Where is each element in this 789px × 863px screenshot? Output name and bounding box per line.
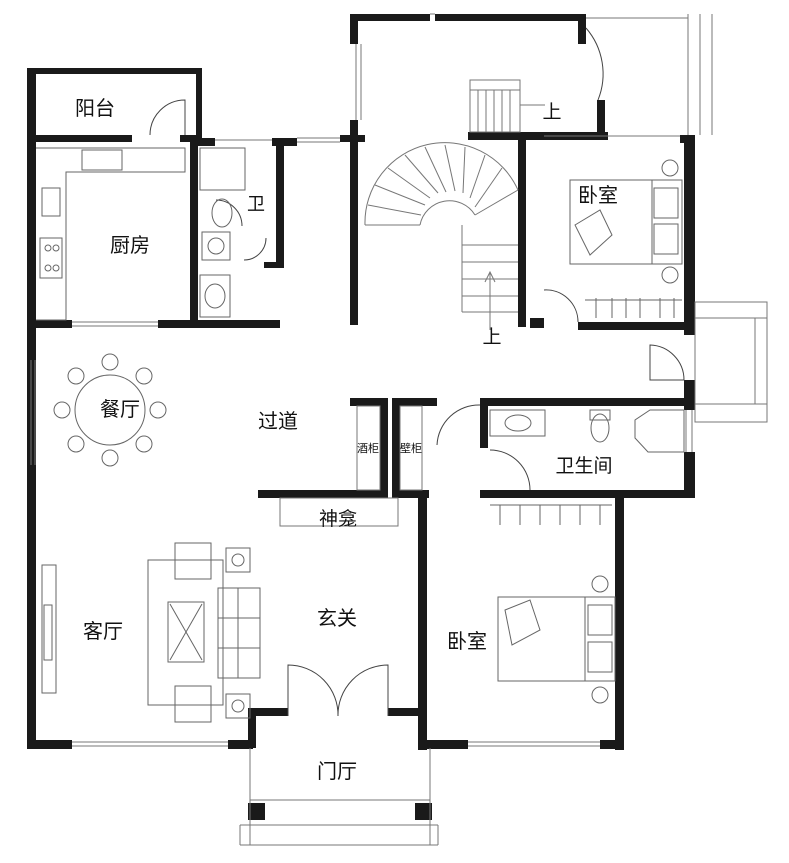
toilet-top-wall <box>190 138 215 146</box>
label-dining: 餐厅 <box>100 397 140 421</box>
foyer-east-wall <box>418 490 427 750</box>
toilet-east-wall <box>276 138 284 268</box>
south-bedroom-left-wall <box>418 740 468 749</box>
foyer-door-left-post <box>248 708 288 716</box>
stairs <box>364 79 545 330</box>
label-shrine: 神龛 <box>319 508 357 530</box>
bedroom-ne-top-left-wall <box>526 132 544 140</box>
label-corridor: 过道 <box>258 409 298 433</box>
entrance-column-left <box>248 803 265 820</box>
label-bathroom: 卫生间 <box>555 455 612 477</box>
windows <box>30 13 768 846</box>
label-entrance-hall: 门厅 <box>317 759 357 783</box>
walls <box>27 14 695 820</box>
bedroom-ne-bottom-wall <box>578 322 695 330</box>
label-bedroom-ne: 卧室 <box>578 183 618 207</box>
bathroom-east-bottom-wall <box>684 452 695 498</box>
south-living-right-wall <box>228 740 253 749</box>
label-living: 客厅 <box>83 619 123 643</box>
dining-chairs <box>53 353 167 467</box>
label-stair-up-top: 上 <box>542 101 561 123</box>
label-bedroom-se: 卧室 <box>447 629 487 653</box>
bathroom-bottom-wall <box>480 490 695 498</box>
balcony-kitchen-wall <box>27 135 132 142</box>
wall-cabinet-west-wall <box>392 398 400 498</box>
living-rug <box>147 559 224 706</box>
kitchen-bottom-left-wall <box>27 320 72 328</box>
bathroom-top-wall <box>480 398 695 406</box>
bedroom-ne-east-wall <box>684 135 695 335</box>
toilet-top-right-wall <box>272 138 297 146</box>
stair-east-wall <box>518 132 526 327</box>
bed-se <box>497 596 616 682</box>
label-toilet: 卫 <box>247 194 265 215</box>
entrance-column-right <box>415 803 432 820</box>
bathroom-west-wall <box>480 398 488 448</box>
north-west-stub <box>350 14 358 44</box>
bed-ne <box>569 179 683 265</box>
label-kitchen: 厨房 <box>110 233 150 257</box>
armchair-top <box>174 542 212 580</box>
label-wall-cabinet: 壁柜 <box>400 441 422 455</box>
north-top-left-wall <box>350 14 430 21</box>
sofa <box>217 587 261 679</box>
label-wine-cabinet: 酒柜 <box>357 442 379 455</box>
label-stair-up-bottom: 上 <box>482 326 501 348</box>
label-foyer: 玄关 <box>317 606 357 630</box>
toilet-east-stub <box>264 262 284 268</box>
north-door-stub <box>578 14 586 44</box>
furniture <box>36 147 685 723</box>
foyer-top-right-wall <box>392 490 429 498</box>
kitchen-east-wall <box>190 138 198 328</box>
north-east-stub <box>597 100 605 140</box>
armchair-bottom <box>174 685 212 723</box>
dining-table <box>74 374 146 446</box>
south-west-wall <box>27 740 72 749</box>
kitchen-bottom-right-wall <box>158 320 280 328</box>
room-labels: 阳台 厨房 卫 餐厅 过道 卧室 卫生间 酒柜 壁柜 神龛 客厅 玄关 卧室 门… <box>75 96 618 783</box>
shrine-wall <box>258 490 388 498</box>
balcony-top-wall <box>27 68 202 74</box>
foyer-door-right-post <box>388 708 426 716</box>
doors <box>149 27 685 717</box>
bedroom-ne-bottom-left-stub <box>530 318 544 328</box>
wine-cabinet-east-wall <box>380 398 388 490</box>
coffee-table <box>167 601 205 663</box>
balcony-east-wall <box>196 68 202 138</box>
stair-west-wall <box>350 120 358 325</box>
cabinet-top-left-wall <box>350 398 387 406</box>
foyer-door-left-jamb <box>248 708 256 748</box>
cabinet-top-right-wall <box>392 398 437 406</box>
south-bedroom-right-wall <box>600 740 624 749</box>
bedroom-se-east-wall <box>615 490 624 750</box>
bathroom-east-top-wall <box>684 380 695 410</box>
north-top-wall <box>435 14 583 21</box>
label-balcony: 阳台 <box>75 96 115 120</box>
